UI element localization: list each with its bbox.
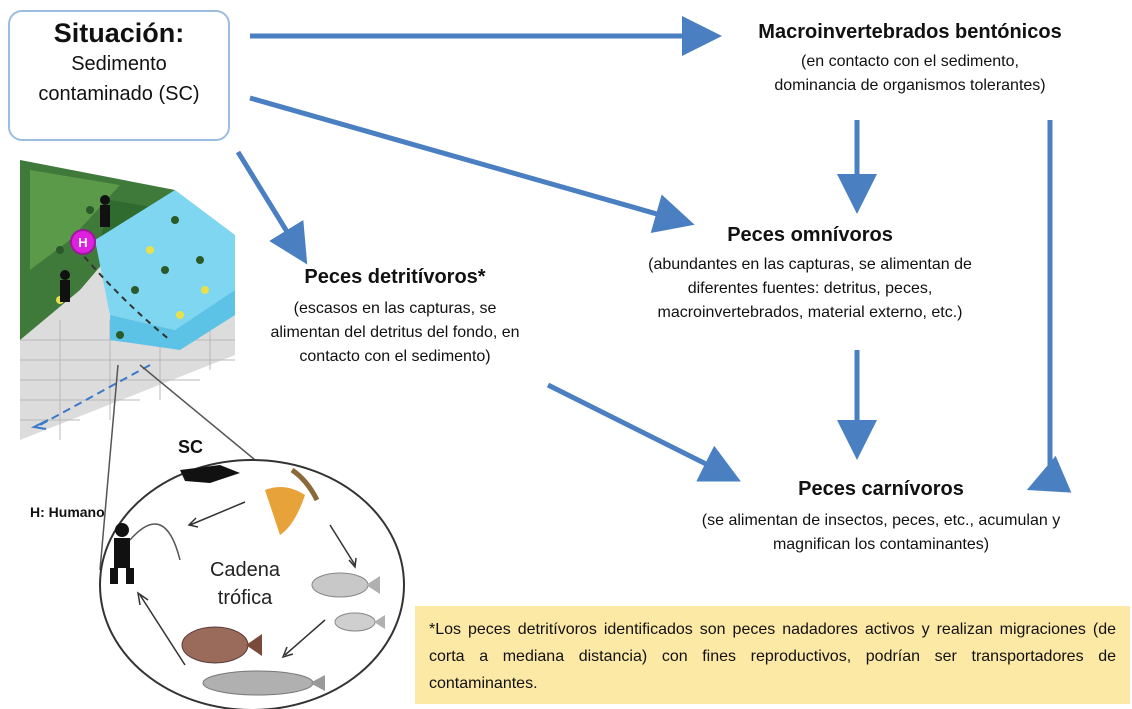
detritivoros-line3: contacto con el sedimento) (299, 348, 491, 365)
arrow-macro-to-carnivoros (1026, 120, 1072, 493)
omnivoros-line1: (abundantes en las capturas, se alimenta… (648, 256, 972, 273)
chain-label-line2: trófica (218, 587, 273, 609)
node-detritivoros: Peces detritívoros* (escasos en las capt… (230, 263, 560, 369)
arrow-sc-to-detritivoros (235, 150, 308, 265)
situation-line1: Sedimento (71, 53, 167, 75)
chain-label-line1: Cadena (210, 559, 281, 581)
ecosystem-illustration: H H: Humano SC (20, 160, 405, 709)
sc-label: SC (178, 437, 203, 457)
sediment-icon (180, 465, 240, 483)
detritivoros-line1: (escasos en las capturas, se (293, 300, 497, 317)
footnote-text: *Los peces detritívoros identificados so… (429, 621, 1116, 692)
omnivoros-line2: diferentes fuentes: detritus, peces, (687, 280, 933, 297)
arrow-sc-to-omnivoros (249, 95, 695, 234)
fisherman-icon (110, 523, 181, 584)
arrow-detritivoros-to-carnivoros (546, 382, 741, 482)
situation-box: Situación: Sedimento contaminado (SC) (8, 10, 230, 141)
insect-icon (290, 467, 320, 502)
carnivoros-line2: magnifican los contaminantes) (772, 536, 990, 553)
node-carnivoros: Peces carnívoros (se alimentan de insect… (630, 475, 1132, 557)
omnivoros-title: Peces omnívoros (727, 224, 893, 246)
larva-icon (265, 486, 305, 535)
node-omnivoros: Peces omnívoros (abundantes en las captu… (580, 221, 1040, 325)
human-marker-text: H (78, 235, 87, 250)
macro-line1: (en contacto con el sedimento, (801, 53, 1019, 70)
situation-title: Situación: (53, 18, 185, 48)
tilapia-fish-icon (181, 626, 262, 664)
detritivoros-line2: alimentan del detritus del fondo, en (270, 324, 520, 341)
carnivoros-title: Peces carnívoros (798, 478, 964, 500)
macro-line2: dominancia de organismos tolerantes) (774, 77, 1046, 94)
omnivoros-line3: macroinvertebrados, material externo, et… (657, 304, 963, 321)
silver-fish-icon (311, 572, 385, 632)
carnivoros-line1: (se alimentan de insectos, peces, etc., … (701, 512, 1061, 529)
catfish-icon (202, 670, 325, 696)
footnote-box: *Los peces detritívoros identificados so… (415, 606, 1130, 704)
detritivoros-title: Peces detritívoros* (304, 266, 486, 288)
human-label: H: Humano (30, 504, 105, 520)
riverbank-block (20, 160, 235, 440)
trophic-chain-circle: SC (99, 437, 405, 709)
macro-title: Macroinvertebrados bentónicos (758, 21, 1062, 43)
situation-line2: contaminado (SC) (38, 83, 200, 105)
node-macroinvertebrados: Macroinvertebrados bentónicos (en contac… (690, 18, 1130, 98)
human-marker-icon: H (70, 229, 96, 255)
